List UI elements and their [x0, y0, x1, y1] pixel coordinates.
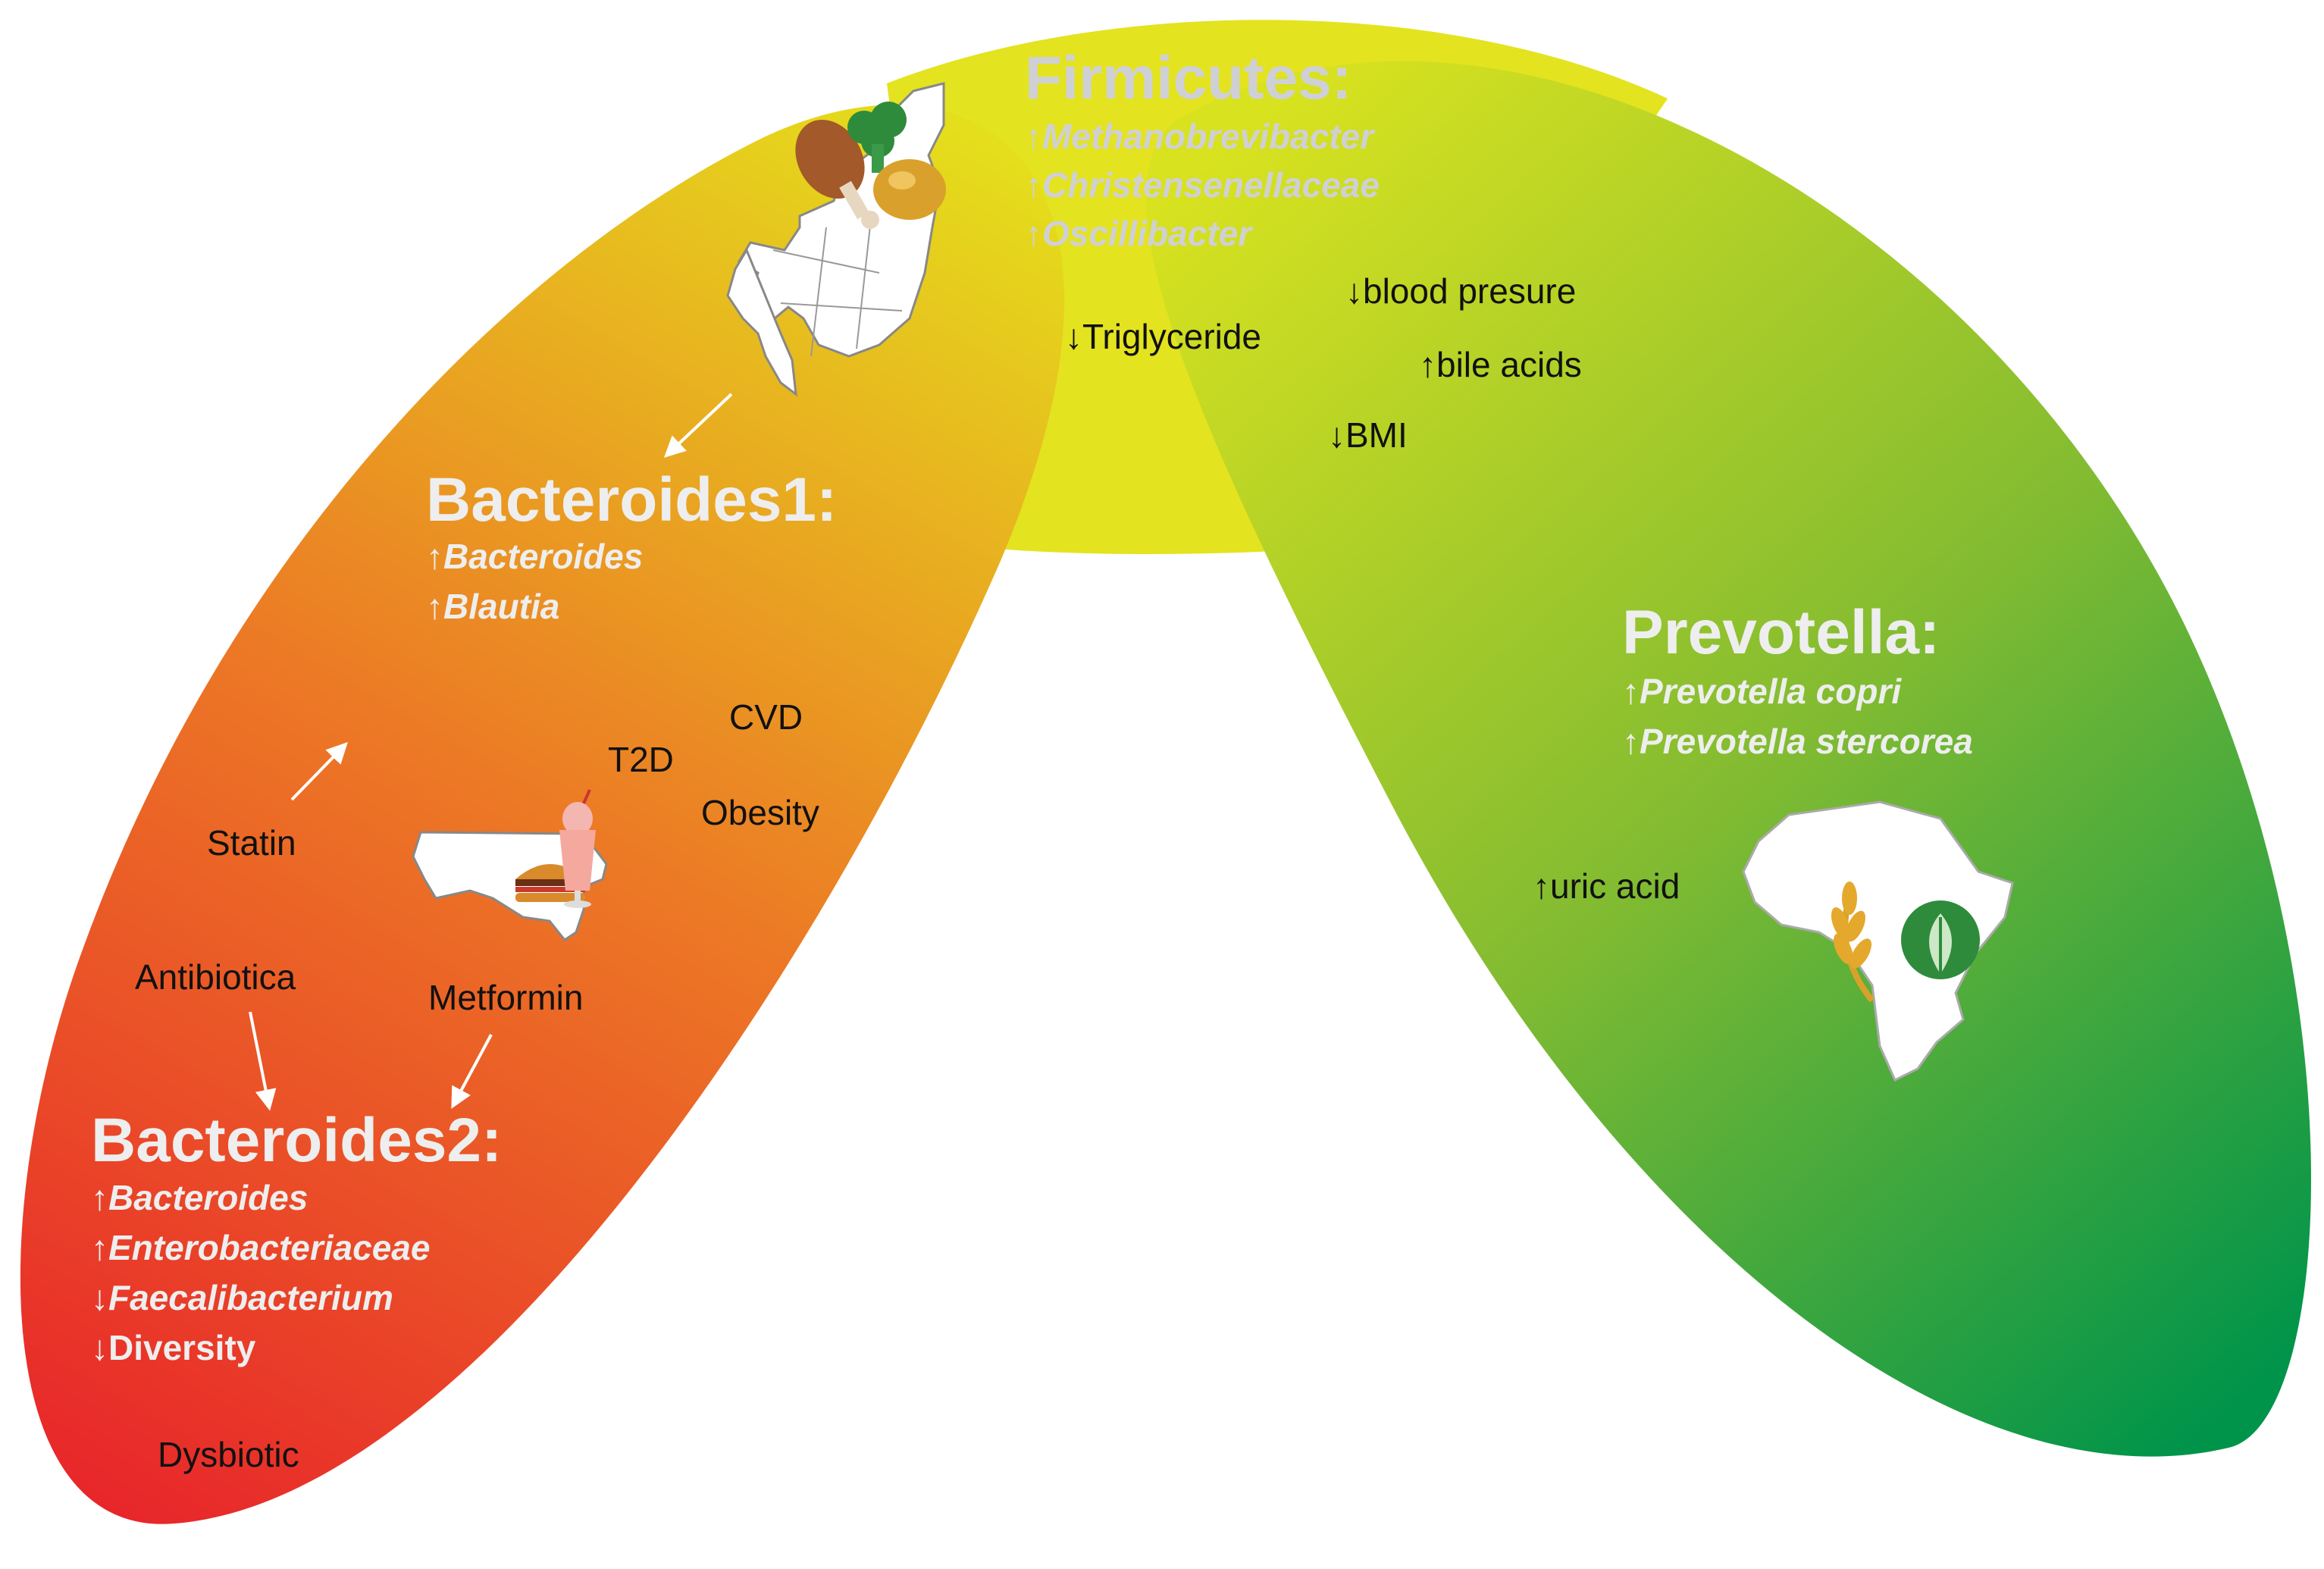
prevotella-taxon: ↑Prevotella copri — [1622, 672, 1902, 711]
bacteroides2-title: Bacteroides2: — [91, 1106, 502, 1175]
left-orange-ellipse — [20, 105, 1065, 1524]
bacteroides2-taxon: ↓Faecalibacterium — [91, 1278, 393, 1317]
bacteroides1-title: Bacteroides1: — [426, 465, 837, 534]
bmi-label: ↓BMI — [1328, 415, 1408, 455]
firmicutes-taxon: ↑Christensenellaceae — [1025, 165, 1380, 205]
blood-pressure-label: ↓blood presure — [1345, 271, 1576, 311]
t2d-label: T2D — [608, 740, 674, 779]
bacteroides1-taxon: ↑Blautia — [426, 587, 559, 626]
metformin-arrow — [451, 1034, 493, 1109]
triglyceride-label: ↓Triglyceride — [1065, 317, 1261, 356]
dysbiotic-label: Dysbiotic — [158, 1435, 299, 1474]
potato-icon — [873, 159, 946, 220]
antibiotica-arrow — [249, 1011, 277, 1111]
uric-acid-label: ↑uric acid — [1533, 866, 1680, 906]
bacteroides2-taxon: ↓Diversity — [91, 1328, 256, 1367]
europe-to-bacteroides1-arrow — [663, 393, 733, 458]
cvd-label: CVD — [729, 697, 803, 737]
leaf-icon — [1901, 900, 1980, 979]
usa-map-icon — [412, 831, 608, 942]
bacteroides2-taxon: ↑Bacteroides — [91, 1178, 308, 1217]
prevotella-title: Prevotella: — [1622, 598, 1940, 667]
bacteroides1-taxon: ↑Bacteroides — [426, 537, 643, 576]
statin-label: Statin — [207, 823, 296, 863]
africa-map-icon — [1742, 800, 2014, 1082]
firmicutes-title: Firmicutes: — [1025, 44, 1351, 111]
wheat-icon — [1831, 882, 1875, 1003]
right-green-ellipse — [1146, 61, 2311, 1457]
statin-arrow — [290, 741, 348, 801]
milkshake-icon — [559, 789, 596, 908]
prevotella-taxon: ↑Prevotella stercorea — [1622, 722, 1973, 761]
bile-acids-label: ↑bile acids — [1419, 345, 1582, 384]
firmicutes-taxon: ↑Oscillibacter — [1025, 214, 1253, 253]
broccoli-icon — [847, 102, 907, 173]
firmicutes-taxon: ↑Methanobrevibacter — [1025, 117, 1375, 156]
obesity-label: Obesity — [701, 793, 819, 832]
chicken-leg-icon — [795, 119, 879, 229]
antibiotica-label: Antibiotica — [135, 957, 296, 997]
bacteroides2-taxon: ↑Enterobacteriaceae — [91, 1228, 430, 1267]
metformin-label: Metformin — [428, 978, 583, 1017]
